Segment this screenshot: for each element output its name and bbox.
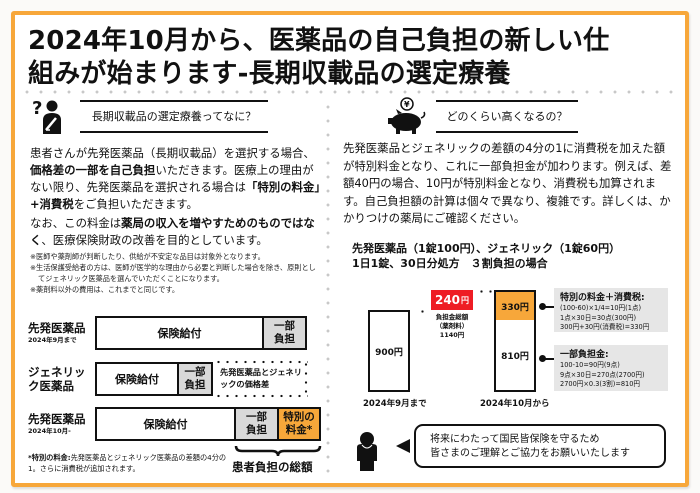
before-date-label: 2024年9月まで [363,399,427,409]
partial-segment: 一部負担 [177,364,211,394]
example-line-1: 先発医薬品（1錠100円）、ジェネリック（1錠60円） [352,242,621,255]
calc-title: 特別の料金＋消費税: [560,293,645,303]
text: をご負担いただきます。 [73,197,198,211]
after-date-label: 2024年10月から [480,399,550,409]
footnote-term: *特別の料金: [28,453,71,462]
text: いただきます。医療上の理由がない限り、先発医薬品を選択される場合は [30,163,314,194]
right-paragraph: 先発医薬品とジェネリックの差額の4分の1に消費税を加えた額が特別料金となり、これ… [343,141,672,225]
text: 患者さんが先発医薬品（長期収載品）を選択する場合、 [30,146,315,160]
title-line-2: 組みが始まります-長期収載品の選定療養 [28,59,511,89]
bar-brand-before: 保険給付 一部負担 [95,316,307,350]
insurance-segment: 保険給付 [157,327,202,340]
calc-line: 300円+30円(消費税)=330円 [560,323,650,331]
connector-special [539,303,556,310]
dotted-connector [418,310,430,313]
increase-value: 240 [434,293,461,307]
after-bar-partial: 810円 [494,320,536,392]
bar-generic: 保険給付 一部負担 [95,362,213,396]
right-section-heading: ¥ どのくらい高くなるの？ [384,96,578,136]
sub-label: 2024年10月- [28,427,71,435]
piggy-bank-yen-icon: ¥ [388,97,426,134]
right-heading-label: どのくらい高くなるの？ [436,99,578,133]
svg-text:¥: ¥ [404,100,410,109]
partial-segment: 一部負担 [234,409,277,439]
label: 先発医薬品 [28,412,86,426]
caption-line: 1140円 [439,331,465,339]
special-fee-footnote: *特別の料金:先発医薬品とジェネリック医薬品の差額の4分の1。さらに消費税が追加… [28,452,228,474]
sub-label: 2024年9月まで [28,336,77,344]
calc-special-fee: 特別の料金＋消費税: (100-60)×1/4=10円(1点) 1点×30日=3… [554,288,668,332]
price-difference-box: 先発医薬品とジェネリックの価格差 [214,360,308,398]
emphasis: 「特別の料金」+消費税 [30,180,321,211]
question-person-icon: ? [32,98,61,134]
title-line-1: 2024年10月から、医薬品の自己負担の新しい仕 [28,26,610,56]
page-title: 2024年10月から、医薬品の自己負担の新しい仕 組みが始まります-長期収載品の… [28,25,668,91]
example-heading: 先発医薬品（1錠100円）、ジェネリック（1錠60円） 1日1錠、30日分処方 … [352,241,672,271]
connector-partial [539,355,556,362]
label: 先発医薬品 [28,321,86,335]
left-paragraph-1: 患者さんが先発医薬品（長期収載品）を選択する場合、価格差の一部を自己負担いただき… [30,145,322,213]
label: 一部負担 [274,320,295,345]
dotted-connector [477,290,493,293]
label: 一部負担 [184,366,206,391]
message-line-1: 将来にわたって国民皆保険を守るため [430,434,600,445]
partial-segment: 一部負担 [262,318,305,348]
speech-tail [396,439,410,453]
person-silhouette-icon [357,432,377,471]
label-line: ジェネリッ [28,365,86,379]
horizontal-divider [20,90,680,94]
insurance-segment: 保険給付 [115,373,159,386]
left-heading-label: 長期収載品の選定療養ってなに？ [80,99,268,133]
bar-brand-after: 保険給付 一部負担 特別の料金* [95,407,321,441]
emphasis: 価格差の一部を自己負担 [30,163,156,177]
special-fee-segment: 特別の料金* [277,409,319,439]
text: なお、この料金は [30,216,122,230]
row-label-brand-after: 先発医薬品 2024年10月- [28,412,86,436]
brace-icon [234,445,322,457]
row-label-brand-before: 先発医薬品 2024年9月まで [28,321,86,345]
caption-line: （薬剤料） [435,322,469,330]
after-bar-special: 330円 [494,290,536,323]
calc-line: 2700円×0.3(3割)=810円 [560,380,641,388]
calc-line: (100-60)×1/4=10円(1点) [560,304,642,312]
caption-line: 負担金総額 [435,313,469,321]
vertical-divider [326,100,330,480]
before-bar: 900円 [368,310,410,392]
increase-unit: 円 [461,295,470,305]
patient-total-label: 患者負担の総額 [232,460,313,474]
label-line: ク医薬品 [28,379,74,393]
emphasis: 薬局の収入を増やすためのものではなく [30,216,315,247]
note-item: ※医師や薬剤師が判断したり、供給が不安定な品目は対象外となります。 [30,252,265,261]
calc-line: 9点×30日=270点(2700円) [560,370,645,379]
total-amount-caption: 負担金総額 （薬剤料） 1140円 [430,313,474,340]
calc-title: 一部負担金: [560,350,609,360]
left-section-heading: ? 長期収載品の選定療養ってなに？ [30,96,268,136]
message-bubble: 将来にわたって国民皆保険を守るため 皆さまのご理解とご協力をお願いいたします [414,424,666,468]
label: 一部負担 [246,411,267,436]
svg-text:?: ? [32,98,42,119]
row-label-generic: ジェネリッ ク医薬品 [28,365,86,393]
message-line-2: 皆さまのご理解とご協力をお願いいたします [430,448,630,459]
notes-list: ※医師や薬剤師が判断したり、供給が不安定な品目は対象外となります。 ※生活保護受… [30,251,322,295]
calc-line: 1点×30日=30点(300円) [560,313,637,322]
example-line-2: 1日1錠、30日分処方 ３割負担の場合 [352,257,548,270]
text: 、医療保険財政の改善を目的としています。 [41,233,268,247]
note-item: ※生活保護受給者の方は、医師が医学的な理由から必要と判断した場合を除き、原則とし… [30,263,316,283]
insurance-segment: 保険給付 [143,418,188,431]
calc-line: 100-10=90円(9点) [560,361,620,369]
note-item: ※薬剤料以外の費用は、これまでと同じです。 [30,285,180,294]
left-paragraph-2: なお、この料金は薬局の収入を増やすためのものではなく、医療保険財政の改善を目的と… [30,215,322,249]
calc-partial-payment: 一部負担金: 100-10=90円(9点) 9点×30日=270点(2700円)… [554,345,668,391]
label: 特別の料金* [283,411,315,436]
footnote-text: 先発医薬品とジェネリック医薬品の差額の4分の1。さらに消費税が追加されます。 [28,453,227,473]
